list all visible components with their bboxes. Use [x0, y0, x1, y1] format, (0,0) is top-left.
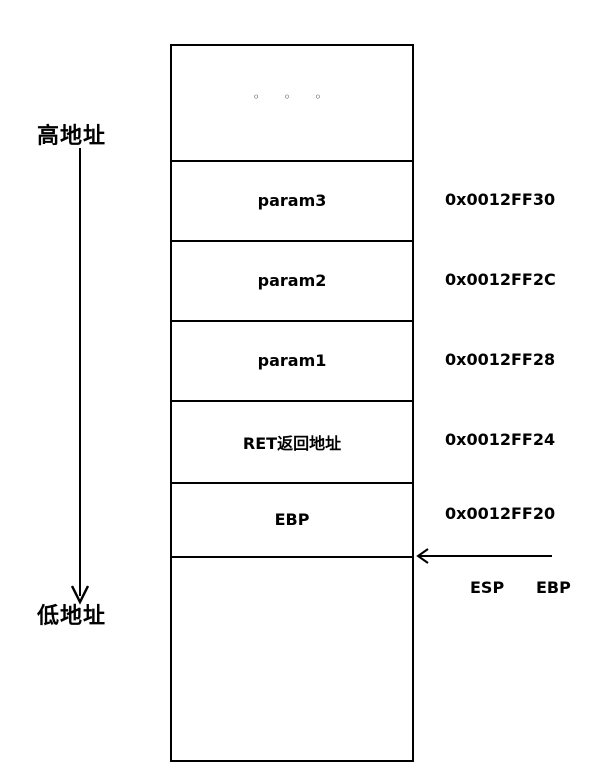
- stack-cell-ellipsis: ◦ ◦ ◦: [172, 46, 412, 162]
- stack-cell-param3: param3: [172, 160, 412, 242]
- stack-cell-return-address: RET返回地址: [172, 402, 412, 484]
- high-address-label: 高地址: [37, 124, 107, 149]
- address-param3: 0x0012FF30: [445, 190, 556, 209]
- address-param2: 0x0012FF2C: [445, 270, 556, 289]
- stack-cell-param2: param2: [172, 240, 412, 322]
- stack-cell-ebp: EBP: [172, 482, 412, 558]
- pointer-arrow-icon: [416, 548, 552, 564]
- address-param1: 0x0012FF28: [445, 350, 556, 369]
- downward-arrow-icon: [70, 148, 90, 605]
- low-address-label: 低地址: [37, 604, 107, 629]
- stack-frame: ◦ ◦ ◦ param3 param2 param1 RET返回地址 EBP: [170, 44, 414, 762]
- stack-cell-param1: param1: [172, 320, 412, 402]
- esp-register-label: ESP: [470, 578, 505, 597]
- address-ebp: 0x0012FF20: [445, 504, 556, 523]
- address-return: 0x0012FF24: [445, 430, 556, 449]
- ebp-register-label: EBP: [536, 578, 571, 597]
